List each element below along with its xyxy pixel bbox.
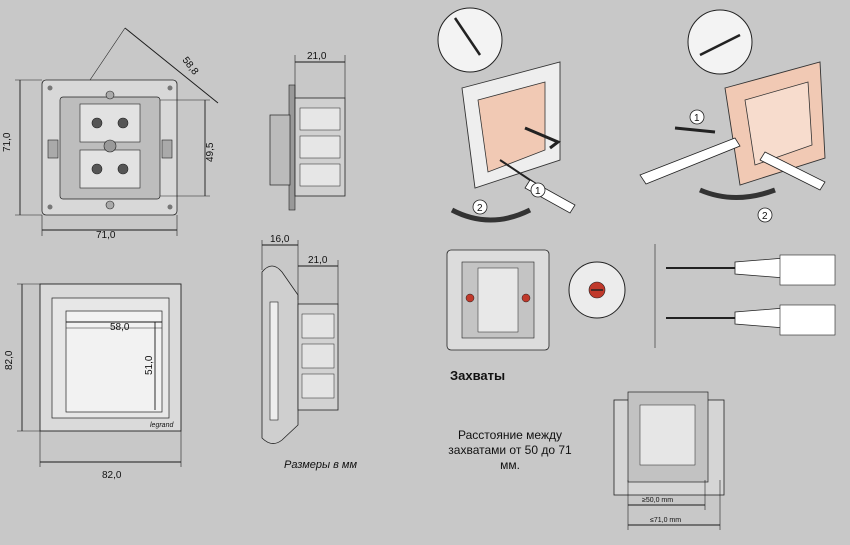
grip-max-dimension: ≤71,0 mm	[650, 517, 681, 524]
grips-note: Расстояние между захватами от 50 до 71 м…	[448, 428, 572, 472]
grips-title: Захваты	[450, 368, 506, 383]
box-mount-view	[613, 391, 725, 530]
inner-height-dimension: 49,5	[205, 142, 216, 162]
step-1-label-b: 1	[694, 113, 700, 124]
grip-min-dimension: ≥50,0 mm	[642, 497, 673, 504]
grip-screw-right	[521, 293, 531, 303]
total-depth-dimension: 16,0	[270, 234, 290, 245]
height-dimension: 71,0	[2, 132, 13, 152]
frame-width-dimension: 82,0	[102, 470, 122, 481]
frame-removal-step-a	[437, 7, 576, 223]
frame-height-dimension: 82,0	[4, 350, 15, 370]
step-1-label-a: 1	[535, 186, 541, 197]
screwdrivers	[654, 244, 836, 348]
inner-width-dimension: 58,0	[110, 322, 130, 333]
step-2-label-b: 2	[762, 211, 768, 222]
grips-mechanism-view	[446, 249, 626, 351]
frame-front-view	[17, 283, 182, 467]
step-2-label-a: 2	[477, 203, 483, 214]
frame-side-view	[261, 240, 339, 444]
inner-height-dimension-frame: 51,0	[144, 355, 155, 375]
mechanism-depth-dimension: 21,0	[308, 255, 328, 266]
mechanism-side-view	[269, 55, 346, 211]
width-dimension: 71,0	[96, 230, 116, 241]
units-note: Размеры в мм	[284, 459, 358, 471]
brand-logo: legrand	[150, 422, 174, 429]
side-depth-dimension: 21,0	[307, 51, 327, 62]
grip-screw-left	[465, 293, 475, 303]
mechanism-front-view	[15, 27, 219, 236]
frame-removal-step-b	[639, 9, 826, 223]
